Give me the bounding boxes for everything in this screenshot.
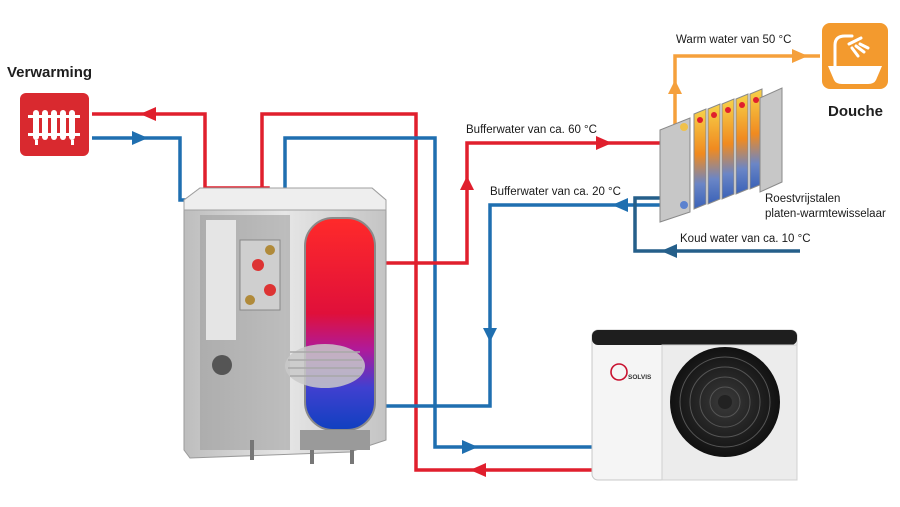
exchanger-label-line1: Roestvrijstalen bbox=[765, 193, 840, 205]
buffer-tank bbox=[305, 218, 375, 430]
arrow-buffer-hot-right bbox=[596, 136, 612, 150]
shower-icon bbox=[822, 23, 888, 89]
arrow-heating-supply bbox=[140, 107, 156, 121]
brand-label: SOLVIS bbox=[628, 374, 652, 381]
plate-port bbox=[739, 102, 745, 108]
buffer-hot-label: Bufferwater van ca. 60 °C bbox=[466, 124, 597, 136]
arrow-buffer-cold-down bbox=[483, 328, 497, 342]
buffer-hot-pipe bbox=[345, 143, 660, 263]
buffer-cold-label: Bufferwater van ca. 20 °C bbox=[490, 186, 621, 198]
arrow-warm-right bbox=[792, 49, 808, 63]
arrow-supply-from-pump bbox=[470, 463, 486, 477]
exchanger-plate bbox=[736, 94, 748, 194]
warm-water-label: Warm water van 50 °C bbox=[676, 34, 791, 46]
exchanger-plate bbox=[708, 104, 720, 204]
heating-label: Verwarming bbox=[7, 64, 92, 81]
buffer-storage-unit bbox=[184, 188, 386, 464]
plate-port bbox=[753, 97, 759, 103]
plate-heat-exchanger bbox=[660, 88, 782, 222]
exchanger-label-line2: platen-warmtewisselaar bbox=[765, 208, 886, 220]
plate-port bbox=[711, 112, 717, 118]
arrow-cold-water-left bbox=[661, 244, 677, 258]
arrow-heating-return bbox=[132, 131, 148, 145]
exchanger-plate bbox=[694, 109, 706, 209]
plate-port bbox=[725, 107, 731, 113]
plate-port bbox=[697, 117, 703, 123]
arrow-buffer-hot-up bbox=[460, 176, 474, 190]
shower-label: Douche bbox=[828, 103, 883, 120]
exchanger-plate bbox=[722, 99, 734, 199]
cold-water-label: Koud water van ca. 10 °C bbox=[680, 233, 811, 245]
arrow-buffer-cold-left bbox=[612, 198, 628, 212]
arrow-warm-up bbox=[668, 80, 682, 94]
arrow-return-to-pump bbox=[462, 440, 478, 454]
heat-pump-unit: SOLVIS bbox=[592, 330, 797, 480]
radiator-icon bbox=[20, 93, 89, 156]
